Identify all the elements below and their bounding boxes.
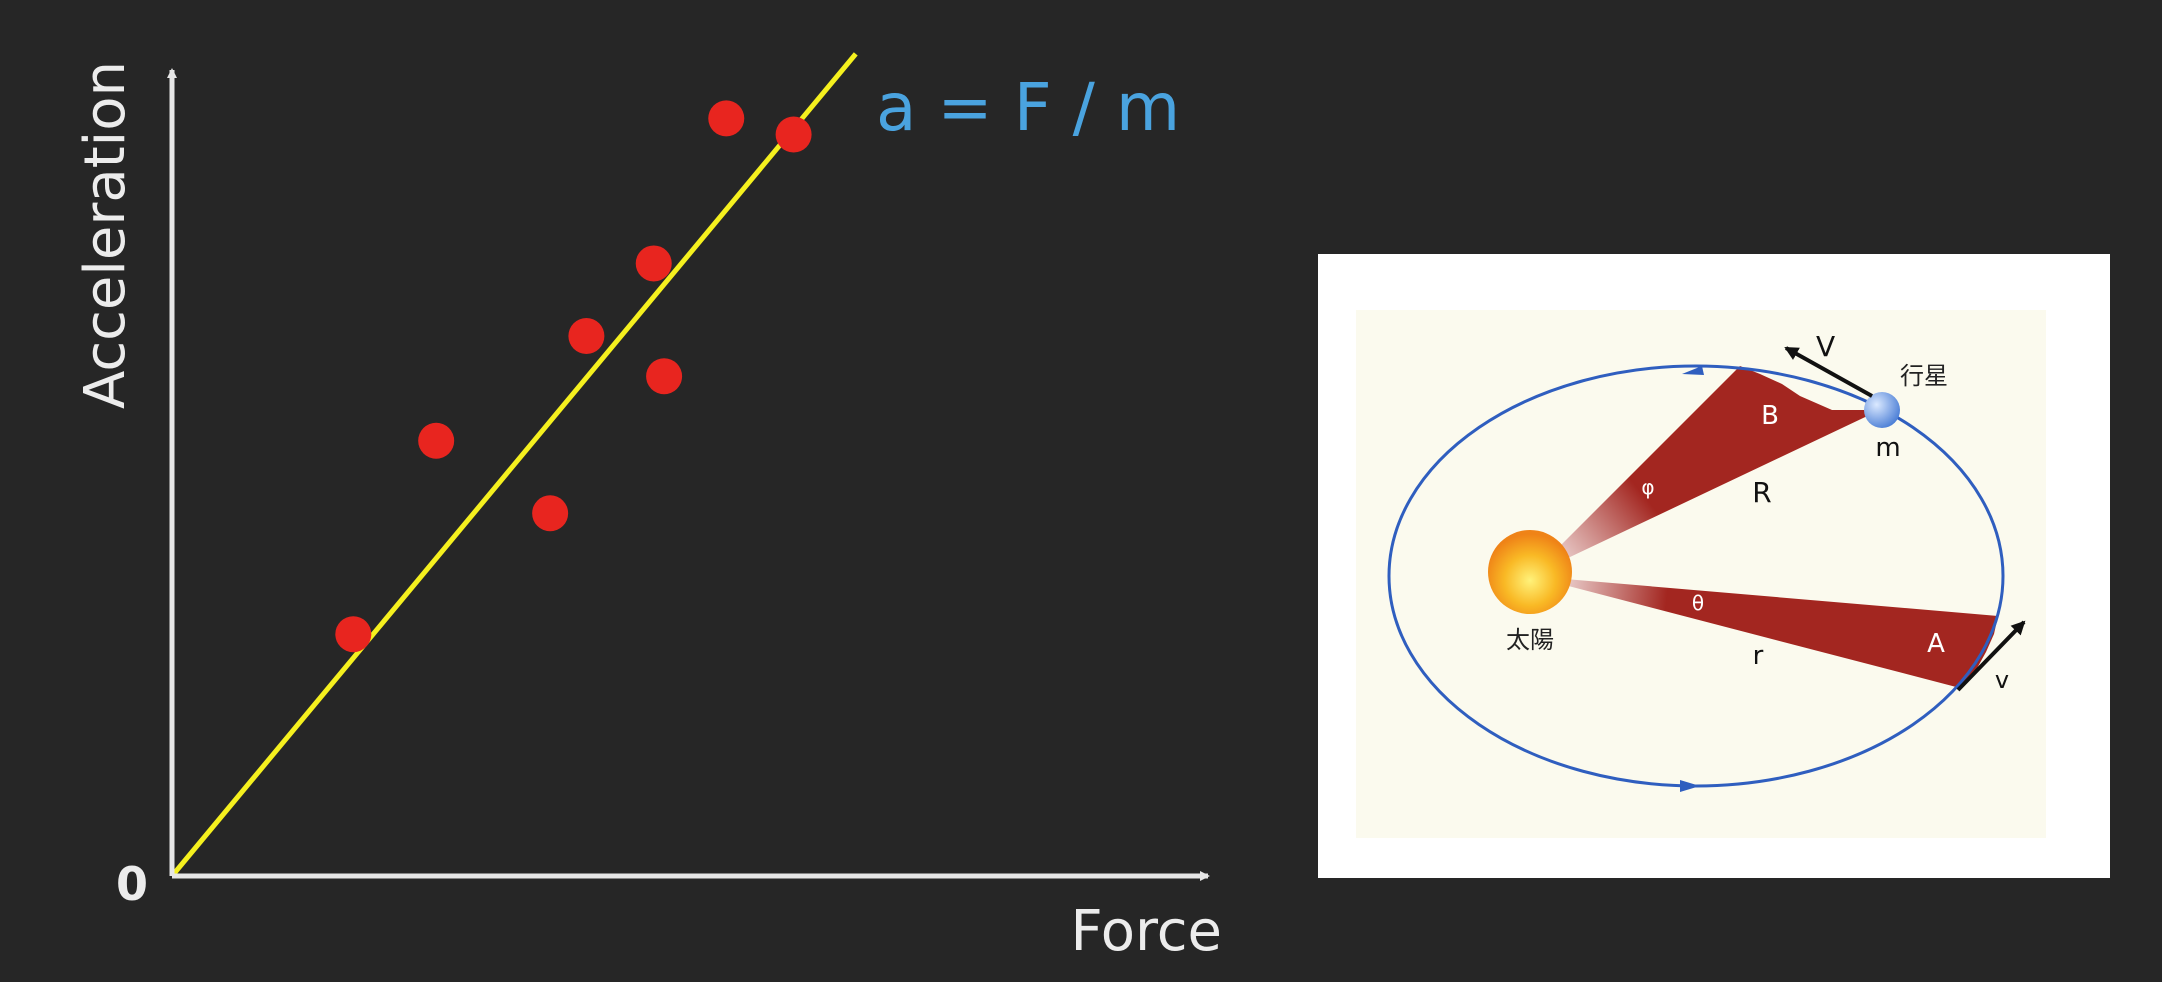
- data-point-6: [646, 358, 683, 395]
- data-point-5: [635, 245, 672, 282]
- velocity-lower-label: v: [1995, 666, 2009, 694]
- inset-paper: [1356, 310, 2046, 838]
- sector-a-label: A: [1927, 629, 1945, 659]
- velocity-arrow-lower: [1956, 620, 2026, 692]
- chart: Acceleration Force 0 a = F / m: [73, 52, 1222, 964]
- sector-b-label: B: [1761, 401, 1779, 431]
- data-point-4: [568, 317, 605, 354]
- data-point-2: [418, 422, 455, 459]
- radius-upper-label: R: [1752, 476, 1771, 509]
- orbit-arrow-bottom: [1680, 780, 1700, 792]
- orbit-arrow-top: [1682, 366, 1704, 375]
- planet-label: 行星: [1900, 362, 1948, 390]
- data-point-1: [335, 616, 372, 653]
- velocity-arrow-upper: [1784, 346, 1873, 398]
- radius-lower-label: r: [1753, 641, 1764, 671]
- fit-equation-label: a = F / m: [876, 69, 1180, 146]
- sector-b: [1530, 366, 1880, 576]
- velocity-upper-label: V: [1816, 330, 1835, 363]
- planet: [1864, 392, 1900, 428]
- y-axis-label: Acceleration: [73, 61, 138, 409]
- sector-a: [1530, 576, 1998, 688]
- sun-label: 太陽: [1506, 626, 1554, 654]
- points-layer: [335, 100, 812, 653]
- x-axis-label: Force: [1070, 899, 1222, 964]
- fit-line: [170, 52, 858, 878]
- mass-label: m: [1875, 433, 1900, 463]
- sun: [1488, 530, 1572, 614]
- origin-label: 0: [116, 857, 148, 911]
- data-point-3: [532, 495, 569, 532]
- angle-theta-label: θ: [1692, 591, 1704, 615]
- angle-phi-label: φ: [1641, 475, 1654, 499]
- data-point-7: [708, 100, 745, 137]
- data-point-8: [775, 116, 812, 153]
- kepler-diagram-inset: V 行星 B m φ R θ A 太陽 r v: [1318, 254, 2110, 878]
